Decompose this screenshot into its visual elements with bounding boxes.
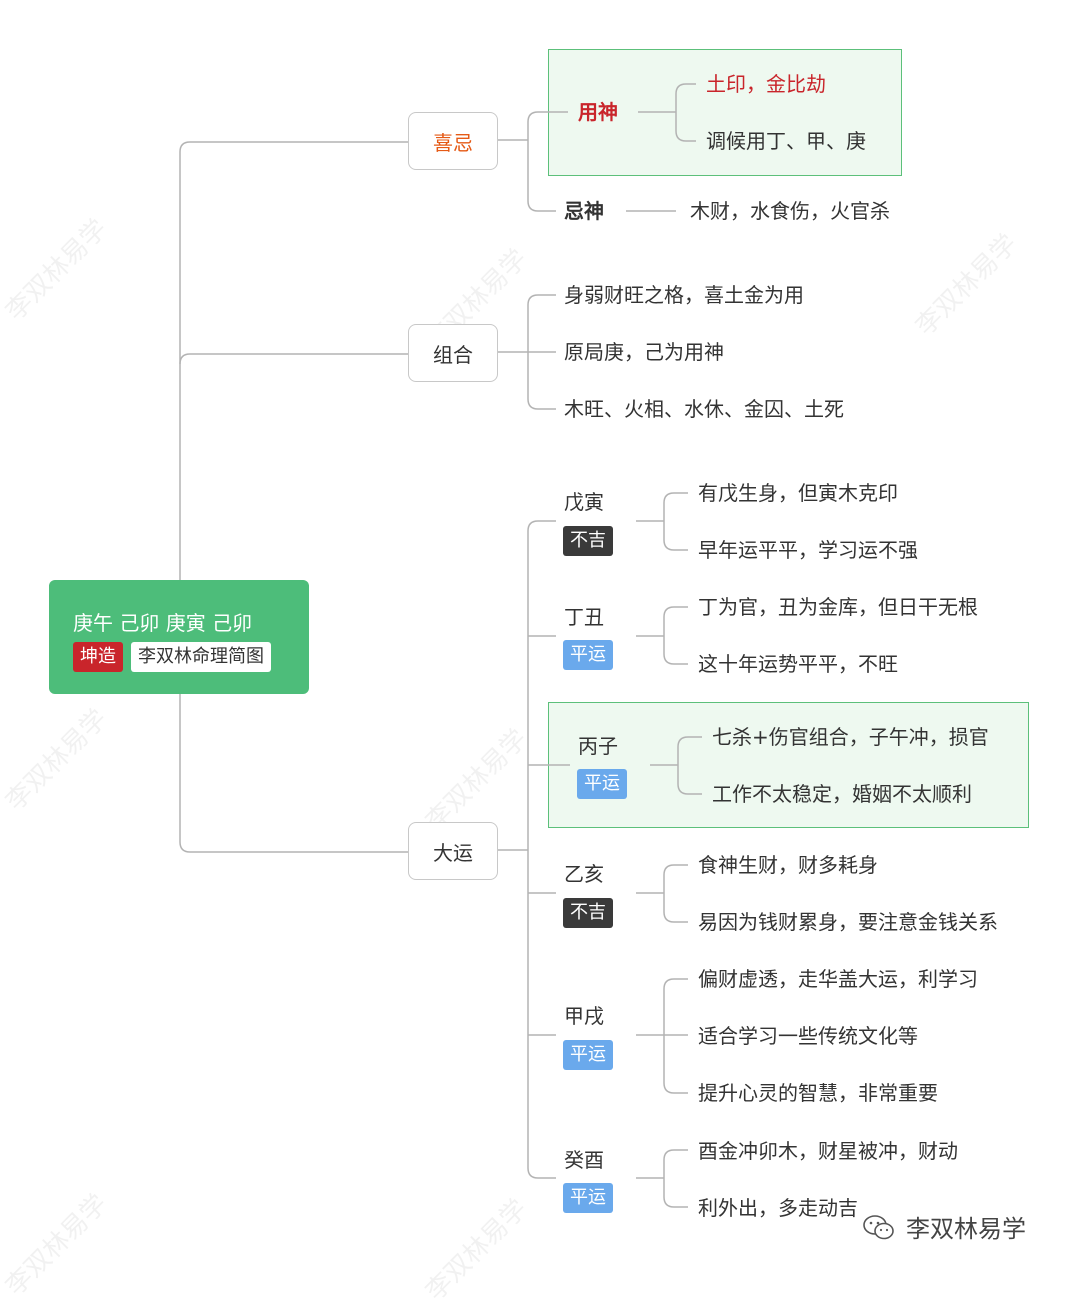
dayun-period-item: 工作不太稳定，婚姻不太顺利 (712, 782, 972, 806)
dayun-period-tag: 平运 (563, 1040, 613, 1070)
connector-lines (179, 83, 702, 1208)
dayun-period-item: 偏财虚透，走华盖大运，利学习 (698, 967, 978, 991)
dayun-period-name: 甲戌 (564, 1004, 604, 1028)
dayun-period-item: 利外出，多走动吉 (698, 1196, 858, 1220)
dayun-period-tag: 平运 (577, 769, 627, 799)
gender-tag: 坤造 (73, 642, 123, 672)
dayun-period-item: 提升心灵的智慧，非常重要 (698, 1081, 938, 1105)
yongshen-item: 土印，金比劫 (706, 72, 826, 96)
dayun-period-name: 丁丑 (564, 605, 604, 629)
author-tag: 李双林命理简图 (131, 642, 271, 672)
wechat-icon (863, 1215, 894, 1240)
xiji-node: 喜忌 (408, 112, 498, 170)
dayun-period-tag: 不吉 (563, 898, 613, 928)
dayun-period-item: 早年运平平，学习运不强 (698, 538, 918, 562)
yongshen-highlight (548, 49, 902, 176)
zuhe-item: 原局庚，己为用神 (564, 340, 724, 364)
bingzi-highlight (548, 702, 1029, 828)
dayun-period-name: 戊寅 (564, 490, 604, 514)
dayun-period-item: 有戊生身，但寅木克印 (698, 481, 898, 505)
brand-name: 李双林易学 (906, 1215, 1026, 1243)
dayun-period-item: 适合学习一些传统文化等 (698, 1024, 918, 1048)
zuhe-item: 木旺、火相、水休、金囚、土死 (564, 397, 844, 421)
jishen-label: 忌神 (564, 199, 604, 223)
root-node: 庚午 己卯 庚寅 己卯 坤造 李双林命理简图 (49, 580, 309, 694)
dayun-period-tag: 平运 (563, 640, 613, 670)
bazi-chart-title: 庚午 己卯 庚寅 己卯 (73, 611, 253, 635)
dayun-period-item: 丁为官，丑为金库，但日干无根 (698, 595, 978, 619)
jishen-value: 木财，水食伤，火官杀 (690, 199, 890, 223)
dayun-period-name: 癸酉 (564, 1148, 604, 1172)
dayun-period-item: 七杀+伤官组合，子午冲，损官 (712, 725, 989, 749)
yongshen-label: 用神 (578, 100, 618, 124)
zuhe-node: 组合 (408, 324, 498, 382)
dayun-period-name: 丙子 (578, 734, 618, 758)
dayun-period-tag: 平运 (563, 1183, 613, 1213)
yongshen-item: 调候用丁、甲、庚 (706, 129, 866, 153)
zuhe-item: 身弱财旺之格，喜土金为用 (564, 283, 804, 307)
dayun-period-tag: 不吉 (563, 526, 613, 556)
dayun-period-name: 乙亥 (564, 862, 604, 886)
dayun-node: 大运 (408, 822, 498, 880)
dayun-period-item: 食神生财，财多耗身 (698, 853, 878, 877)
dayun-period-item: 易因为钱财累身，要注意金钱关系 (698, 910, 998, 934)
dayun-period-item: 这十年运势平平，不旺 (698, 652, 898, 676)
dayun-period-item: 酉金冲卯木，财星被冲，财动 (698, 1139, 958, 1163)
